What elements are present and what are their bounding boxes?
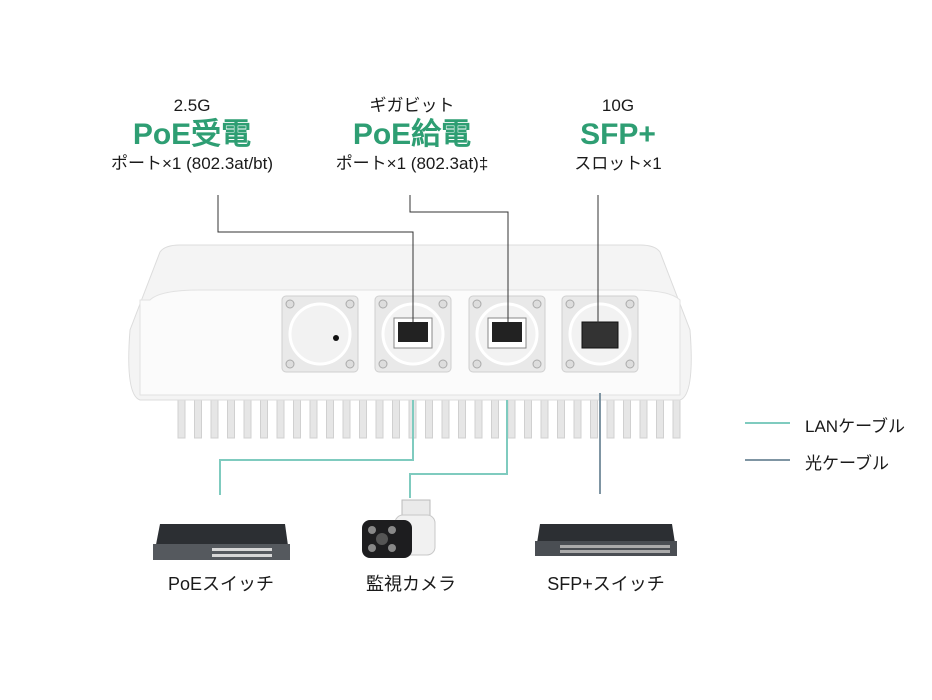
fin — [260, 397, 268, 439]
lan-cable-camera — [409, 400, 508, 498]
fin — [326, 397, 334, 439]
feature-sub: 10G — [601, 96, 635, 115]
fin — [293, 397, 301, 439]
fin — [491, 397, 499, 439]
fin — [375, 397, 384, 439]
fin — [441, 397, 450, 439]
feature-desc: ポート×1 (802.3at/bt) — [110, 154, 274, 173]
fin — [425, 397, 433, 439]
poe-switch-image — [153, 524, 290, 560]
port-rj45 — [468, 295, 546, 373]
fin — [524, 397, 532, 439]
feature-poe-out: ギガビット PoE給電 ポート×1 (802.3at)‡ — [302, 95, 522, 175]
feature-sub: ギガビット — [369, 96, 455, 115]
feature-sub: 2.5G — [173, 96, 211, 115]
fin — [194, 397, 202, 439]
fin — [606, 397, 615, 439]
fin — [342, 397, 351, 439]
feature-desc: ポート×1 (802.3at)‡ — [335, 154, 489, 173]
fin — [227, 397, 235, 439]
fin — [507, 397, 516, 439]
feature-sfp: 10G SFP+ スロット×1 — [508, 95, 728, 175]
fin — [177, 397, 186, 439]
device-label-sfp-switch: SFP+スイッチ — [547, 574, 665, 594]
camera-image — [362, 499, 436, 558]
fin — [573, 397, 582, 439]
port-reset — [281, 295, 359, 373]
feature-title: SFP+ — [580, 118, 656, 151]
device-label-poe-switch: PoEスイッチ — [167, 574, 275, 594]
fin — [623, 397, 631, 439]
fin — [639, 397, 648, 439]
feature-title: PoE受電 — [132, 118, 252, 151]
device-label-camera: 監視カメラ — [366, 574, 456, 594]
callout-lines — [217, 195, 599, 330]
feature-title: PoE給電 — [352, 118, 472, 151]
lan-cable-poe-switch — [219, 400, 414, 495]
heatsink-fins: /* placeholder */ — [177, 397, 681, 439]
fin — [309, 397, 318, 439]
feature-desc: スロット×1 — [574, 154, 662, 173]
port-sfp — [561, 295, 639, 373]
sfp-switch-image — [535, 524, 677, 556]
legend-fiber: 光ケーブル — [805, 454, 889, 473]
fin — [474, 397, 483, 439]
fin — [276, 397, 285, 439]
fin — [656, 397, 664, 439]
legend-lan: LANケーブル — [805, 417, 906, 436]
fin — [392, 397, 400, 439]
fin — [458, 397, 466, 439]
port-rj45 — [374, 295, 452, 373]
fin — [590, 397, 598, 439]
fin — [557, 397, 565, 439]
fin — [243, 397, 252, 439]
fin — [210, 397, 219, 439]
fin — [540, 397, 549, 439]
feature-poe-in: 2.5G PoE受電 ポート×1 (802.3at/bt) — [82, 95, 302, 175]
fin — [672, 397, 681, 439]
fin — [359, 397, 367, 439]
